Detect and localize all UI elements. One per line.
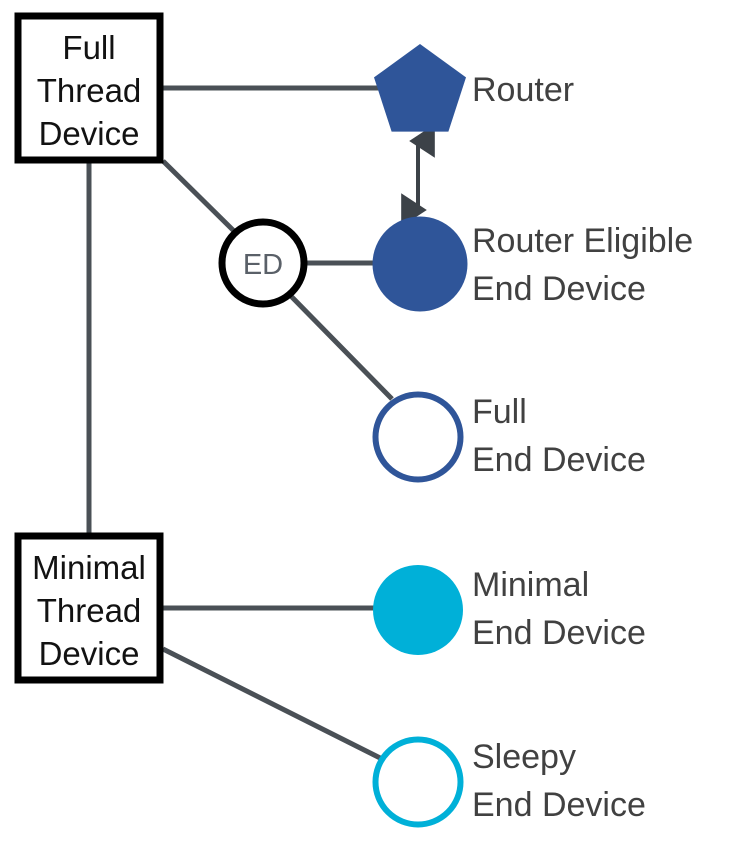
full-thread-device-label-line-2: Thread [37, 72, 142, 109]
full-thread-device-label-line-3: Device [39, 115, 140, 152]
full-thread-device-label-line-1: Full [62, 29, 115, 66]
end-device-label: ED [243, 249, 283, 281]
router-eligible-end-device-label-line-2: End Device [472, 270, 646, 308]
router-label-line-1: Router [472, 71, 574, 109]
full-end-device-label-line-1: Full [472, 393, 527, 431]
full-end-device-circle-icon[interactable] [372, 391, 464, 483]
minimal-thread-device-box[interactable] [14, 532, 164, 684]
connector-mtd-to-sed [161, 646, 396, 768]
minimal-thread-device-label-line-1: Minimal [32, 549, 146, 586]
minimal-end-device-label-line-2: End Device [472, 614, 646, 652]
full-end-device-label-line-2: End Device [472, 441, 646, 479]
sleepy-end-device-circle-icon[interactable] [372, 736, 464, 828]
end-device-node[interactable]: ED [218, 218, 308, 308]
minimal-end-device-label-line-1: Minimal [472, 566, 589, 604]
router-eligible-end-device-circle-icon[interactable] [372, 216, 468, 312]
full-thread-device-box[interactable] [14, 12, 164, 164]
end-device-circle[interactable] [218, 218, 308, 308]
connector-ftd-to-ed [161, 159, 240, 237]
minimal-end-device-circle-icon[interactable] [373, 565, 463, 655]
legend-item-minimal-end-device[interactable]: Minimal End Device [373, 565, 646, 655]
legend-item-router-eligible-end-device[interactable]: Router Eligible End Device [372, 216, 694, 312]
sleepy-end-device-label-line-1: Sleepy [472, 738, 576, 776]
sleepy-end-device-label-line-2: End Device [472, 786, 646, 824]
legend-item-router[interactable]: Router [374, 44, 574, 132]
router-pentagon-icon[interactable] [374, 44, 466, 132]
connector-lines [86, 85, 396, 768]
minimal-thread-device-label-line-3: Device [39, 635, 140, 672]
legend-item-full-end-device[interactable]: Full End Device [372, 391, 646, 483]
connector-ed-to-fed [283, 288, 394, 401]
minimal-thread-device-label-line-2: Thread [37, 592, 142, 629]
legend-item-sleepy-end-device[interactable]: Sleepy End Device [372, 736, 646, 828]
full-thread-device-node[interactable]: Full Thread Device [14, 12, 164, 164]
minimal-thread-device-node[interactable]: Minimal Thread Device [14, 532, 164, 684]
router-eligible-end-device-label-line-1: Router Eligible [472, 222, 693, 260]
